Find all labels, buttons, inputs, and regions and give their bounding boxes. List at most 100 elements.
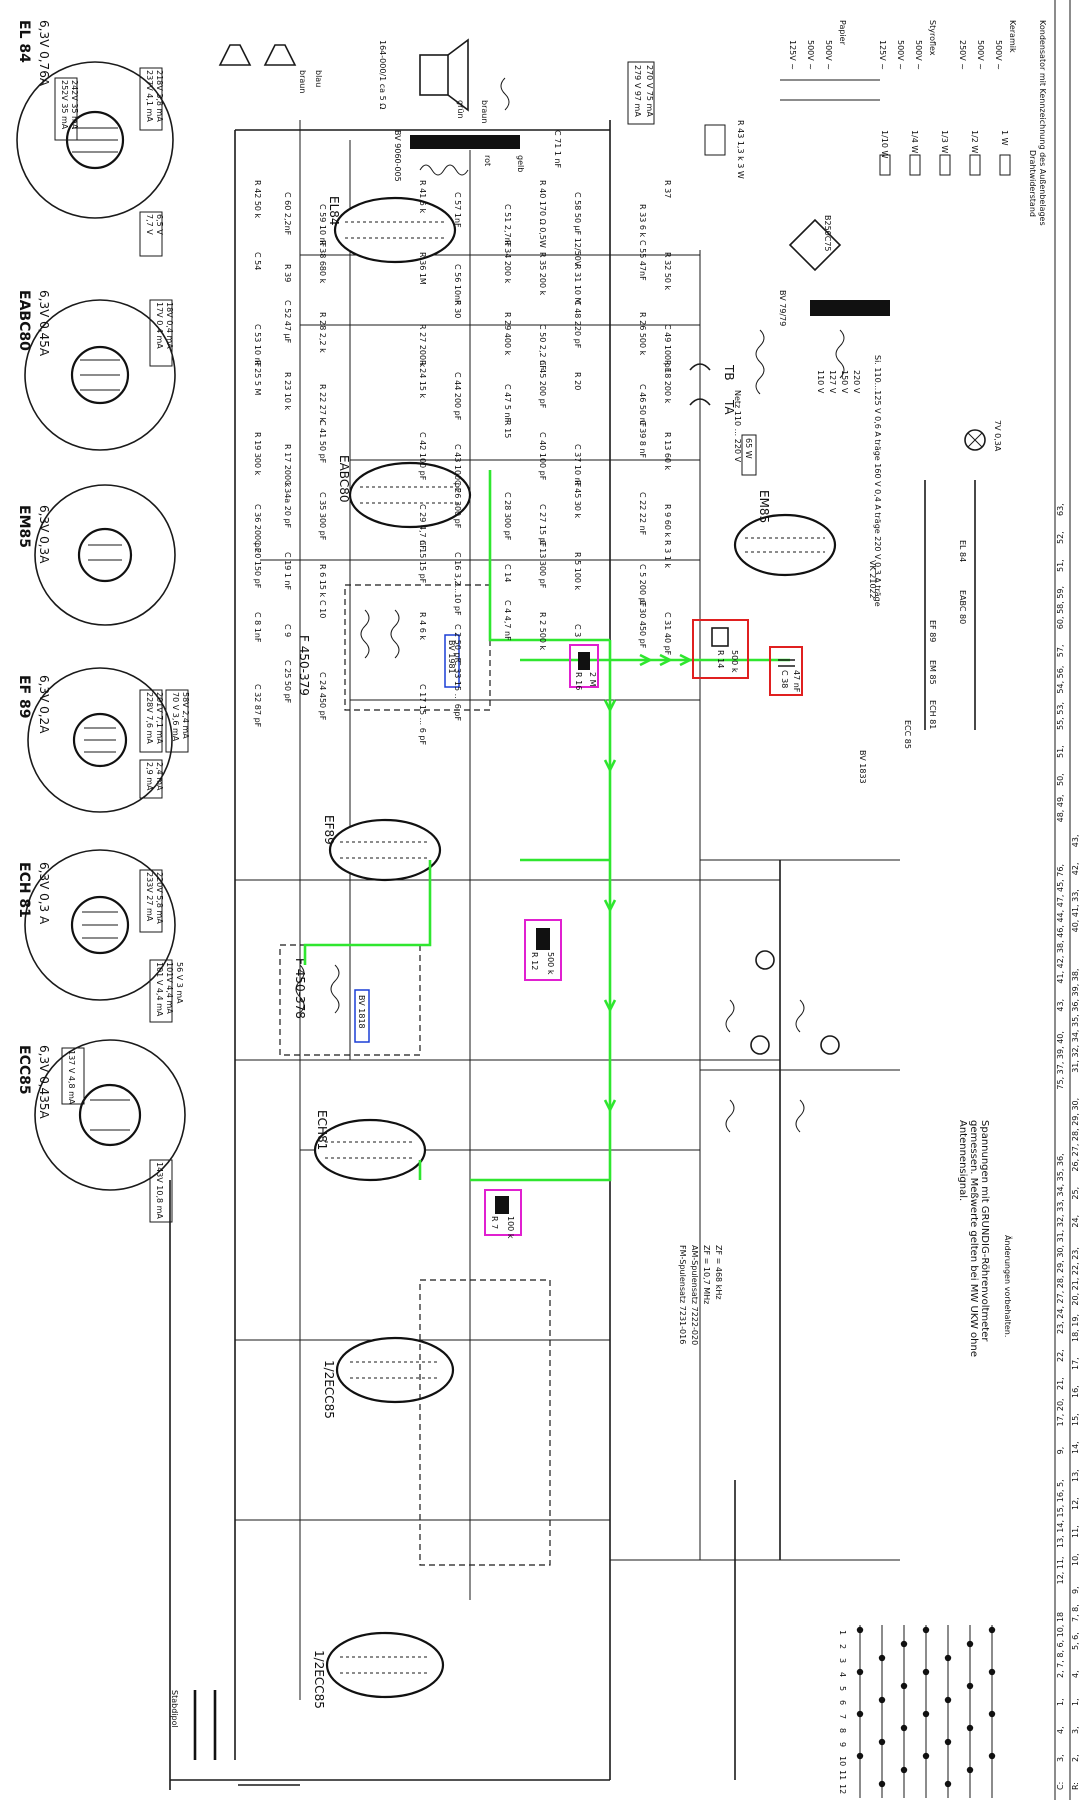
tube-pinout-el84: EL 84 6,3V 0,76A 252V 35 mA 242V 35 mA 2…: [16, 20, 174, 257]
component-label: R 37: [663, 180, 672, 198]
r12-value: 500 k: [546, 952, 555, 975]
heater-el84: EL 84: [958, 540, 967, 562]
component-label: R 45 30 k: [573, 480, 582, 519]
component-label: R 4 6 k: [418, 612, 427, 640]
heater-ef89: EF 89: [928, 620, 937, 642]
tube-volt-el84-5: 7,7 V: [145, 214, 154, 235]
svg-text:braun: braun: [480, 100, 489, 123]
switch-contact: [856, 1626, 864, 1634]
if-filter-f450-379: F 450-379: [297, 584, 491, 711]
scale-entry: 25,: [1071, 1187, 1080, 1200]
highlight-c38: C 38 47 nF: [769, 646, 803, 696]
tube-label-em85: EM85: [757, 490, 771, 523]
switch-contact: [988, 1752, 996, 1760]
scale-entry: 26, 27, 28, 29, 30,: [1071, 1098, 1080, 1172]
switch-contact: [944, 1654, 952, 1662]
component-label: R 32 50 k: [663, 252, 672, 291]
tube-volt-el84-6: 6,5 V: [155, 214, 164, 235]
switch-contact-number: 9: [838, 1742, 847, 1747]
scale-entry: 5, 6,: [1071, 1632, 1080, 1650]
switch-contact: [966, 1724, 974, 1732]
r14-id: R 14: [716, 650, 725, 668]
switch-contact-number: 8: [838, 1728, 847, 1733]
scale-entry: 1,: [1056, 1698, 1065, 1706]
heater-ecc85: ECC 85: [903, 720, 912, 749]
component-label: R 24 15 k: [418, 360, 427, 399]
rail-voltage-b: 270 V 75 mA: [645, 65, 654, 117]
highlight-r7: R 7 100 k: [484, 1189, 522, 1239]
scale-entry: 50,: [1056, 773, 1065, 786]
heater-eabc80: EABC 80: [958, 590, 967, 624]
tube-volt-eabc80-2: 18V 0,4 mA: [165, 302, 174, 349]
component-label: C 58 50 µF 12/50V: [573, 192, 582, 267]
legend-styro-1: 125V ~: [878, 40, 887, 70]
scale-entry: 12, 11,: [1056, 1556, 1065, 1584]
legend-styro-3: 500V ~: [914, 40, 923, 70]
tube-label-el84: EL84: [327, 196, 341, 226]
output-section: BV 9060-005 164-000/1 ca 5 Ω braun blau …: [218, 38, 525, 182]
switch-contact: [966, 1640, 974, 1648]
tube-volt-el84-2: 242V 35 mA: [70, 80, 79, 130]
tube-name-eabc80: EABC80: [16, 290, 32, 351]
component-label: R 29 400 k: [503, 312, 512, 356]
legend-styro-2: 500V ~: [896, 40, 905, 70]
tube-volt-ef89-2: 201V 7,1 mA: [155, 692, 164, 744]
highlight-r16: R 16 2 M: [569, 644, 599, 690]
component-label: C 53 10 nF: [253, 324, 262, 368]
switch-contact: [878, 1696, 886, 1704]
component-label: R 3 1 k: [663, 540, 672, 568]
switch-contact-number: 1: [838, 1630, 847, 1635]
switch-contact-number: 7: [838, 1714, 847, 1719]
scale-entry: 51,: [1056, 745, 1065, 758]
tube-eabc80: EABC80: [337, 455, 472, 529]
heater-string: 7V 0,3A VK 21022 EL 84 EABC 80 EF 89 EM …: [858, 420, 1002, 784]
filter-label-f450-379: F 450-379: [297, 635, 311, 696]
scale-entry: 13,: [1071, 1469, 1080, 1482]
component-label: R 40 170 Ω 0,5W: [538, 180, 547, 248]
scale-entry: 48, 49,: [1056, 794, 1065, 822]
filter-caps-label: R 43 1,3 k 3 W: [736, 120, 745, 179]
scale-entry: 22,: [1056, 1349, 1065, 1362]
component-label: C 29 4,7 nF: [418, 504, 427, 550]
r14-value: 500 k: [730, 650, 739, 673]
note-zf-am: ZF = 468 kHz: [714, 1245, 723, 1300]
component-label: C 22 22 nF: [638, 492, 647, 536]
component-label: C 4 4,7 nF: [503, 600, 512, 641]
scale-entry: 3,: [1056, 1754, 1065, 1762]
svg-text:blau: blau: [314, 70, 323, 87]
tube-volt-ech81-2: 220V 5,8 mA: [155, 872, 164, 924]
speaker-label: 164-000/1 ca 5 Ω: [378, 40, 387, 109]
dropping-resistor-label: C 71 1 nF: [553, 130, 562, 169]
tube-el84: EL84: [327, 196, 457, 264]
component-label: C 55 47nF: [638, 240, 647, 281]
tube-pinout-ef89: EF 89 6,3V 0,2A 228V 7,6 mA 201V 7,1 mA …: [16, 667, 190, 813]
scale-entry: 9,: [1056, 1447, 1065, 1455]
r16-id: R 16: [574, 672, 583, 690]
tube-ecc85-b: 1/2ECC85: [312, 1631, 445, 1709]
component-label: R 39: [283, 264, 292, 282]
supply-rail-boxes: 279 V 97 mA 270 V 75 mA: [627, 61, 655, 125]
component-label: C 44 200 pF: [453, 372, 462, 421]
tube-label-eabc80: EABC80: [337, 455, 351, 502]
switch-contact-number: 10: [838, 1756, 847, 1766]
tube-pinout-em85: EM85 6,3V 0,3A: [16, 484, 176, 626]
component-label: C 32 87 pF: [253, 684, 262, 728]
component-label: R 17 200 k: [283, 444, 292, 488]
switch-contact-number: 6: [838, 1700, 847, 1705]
component-label: C 8 1nF: [253, 612, 262, 643]
component-label: R 9 60 k: [663, 504, 672, 537]
tube-name-ech81: ECH 81: [16, 862, 32, 918]
legend-res-3: 1/3 W: [940, 130, 949, 153]
component-label: R 27 200 k: [418, 324, 427, 368]
component-label: C 35 300 pF: [318, 492, 327, 541]
component-label: C 34a 20 pF: [283, 480, 292, 529]
jack-tb: TB: [722, 364, 736, 381]
tube-volt-ef89-1: 228V 7,6 mA: [145, 692, 154, 744]
scale-entry: 42,: [1071, 862, 1080, 875]
component-label: C 14: [503, 564, 512, 582]
scale-entry: 10,: [1071, 1553, 1080, 1566]
tube-label-ech81: ECH81: [315, 1110, 329, 1150]
switch-contact-number: 3: [838, 1658, 847, 1663]
note-changes: Änderungen vorbehalten.: [1003, 1235, 1013, 1337]
